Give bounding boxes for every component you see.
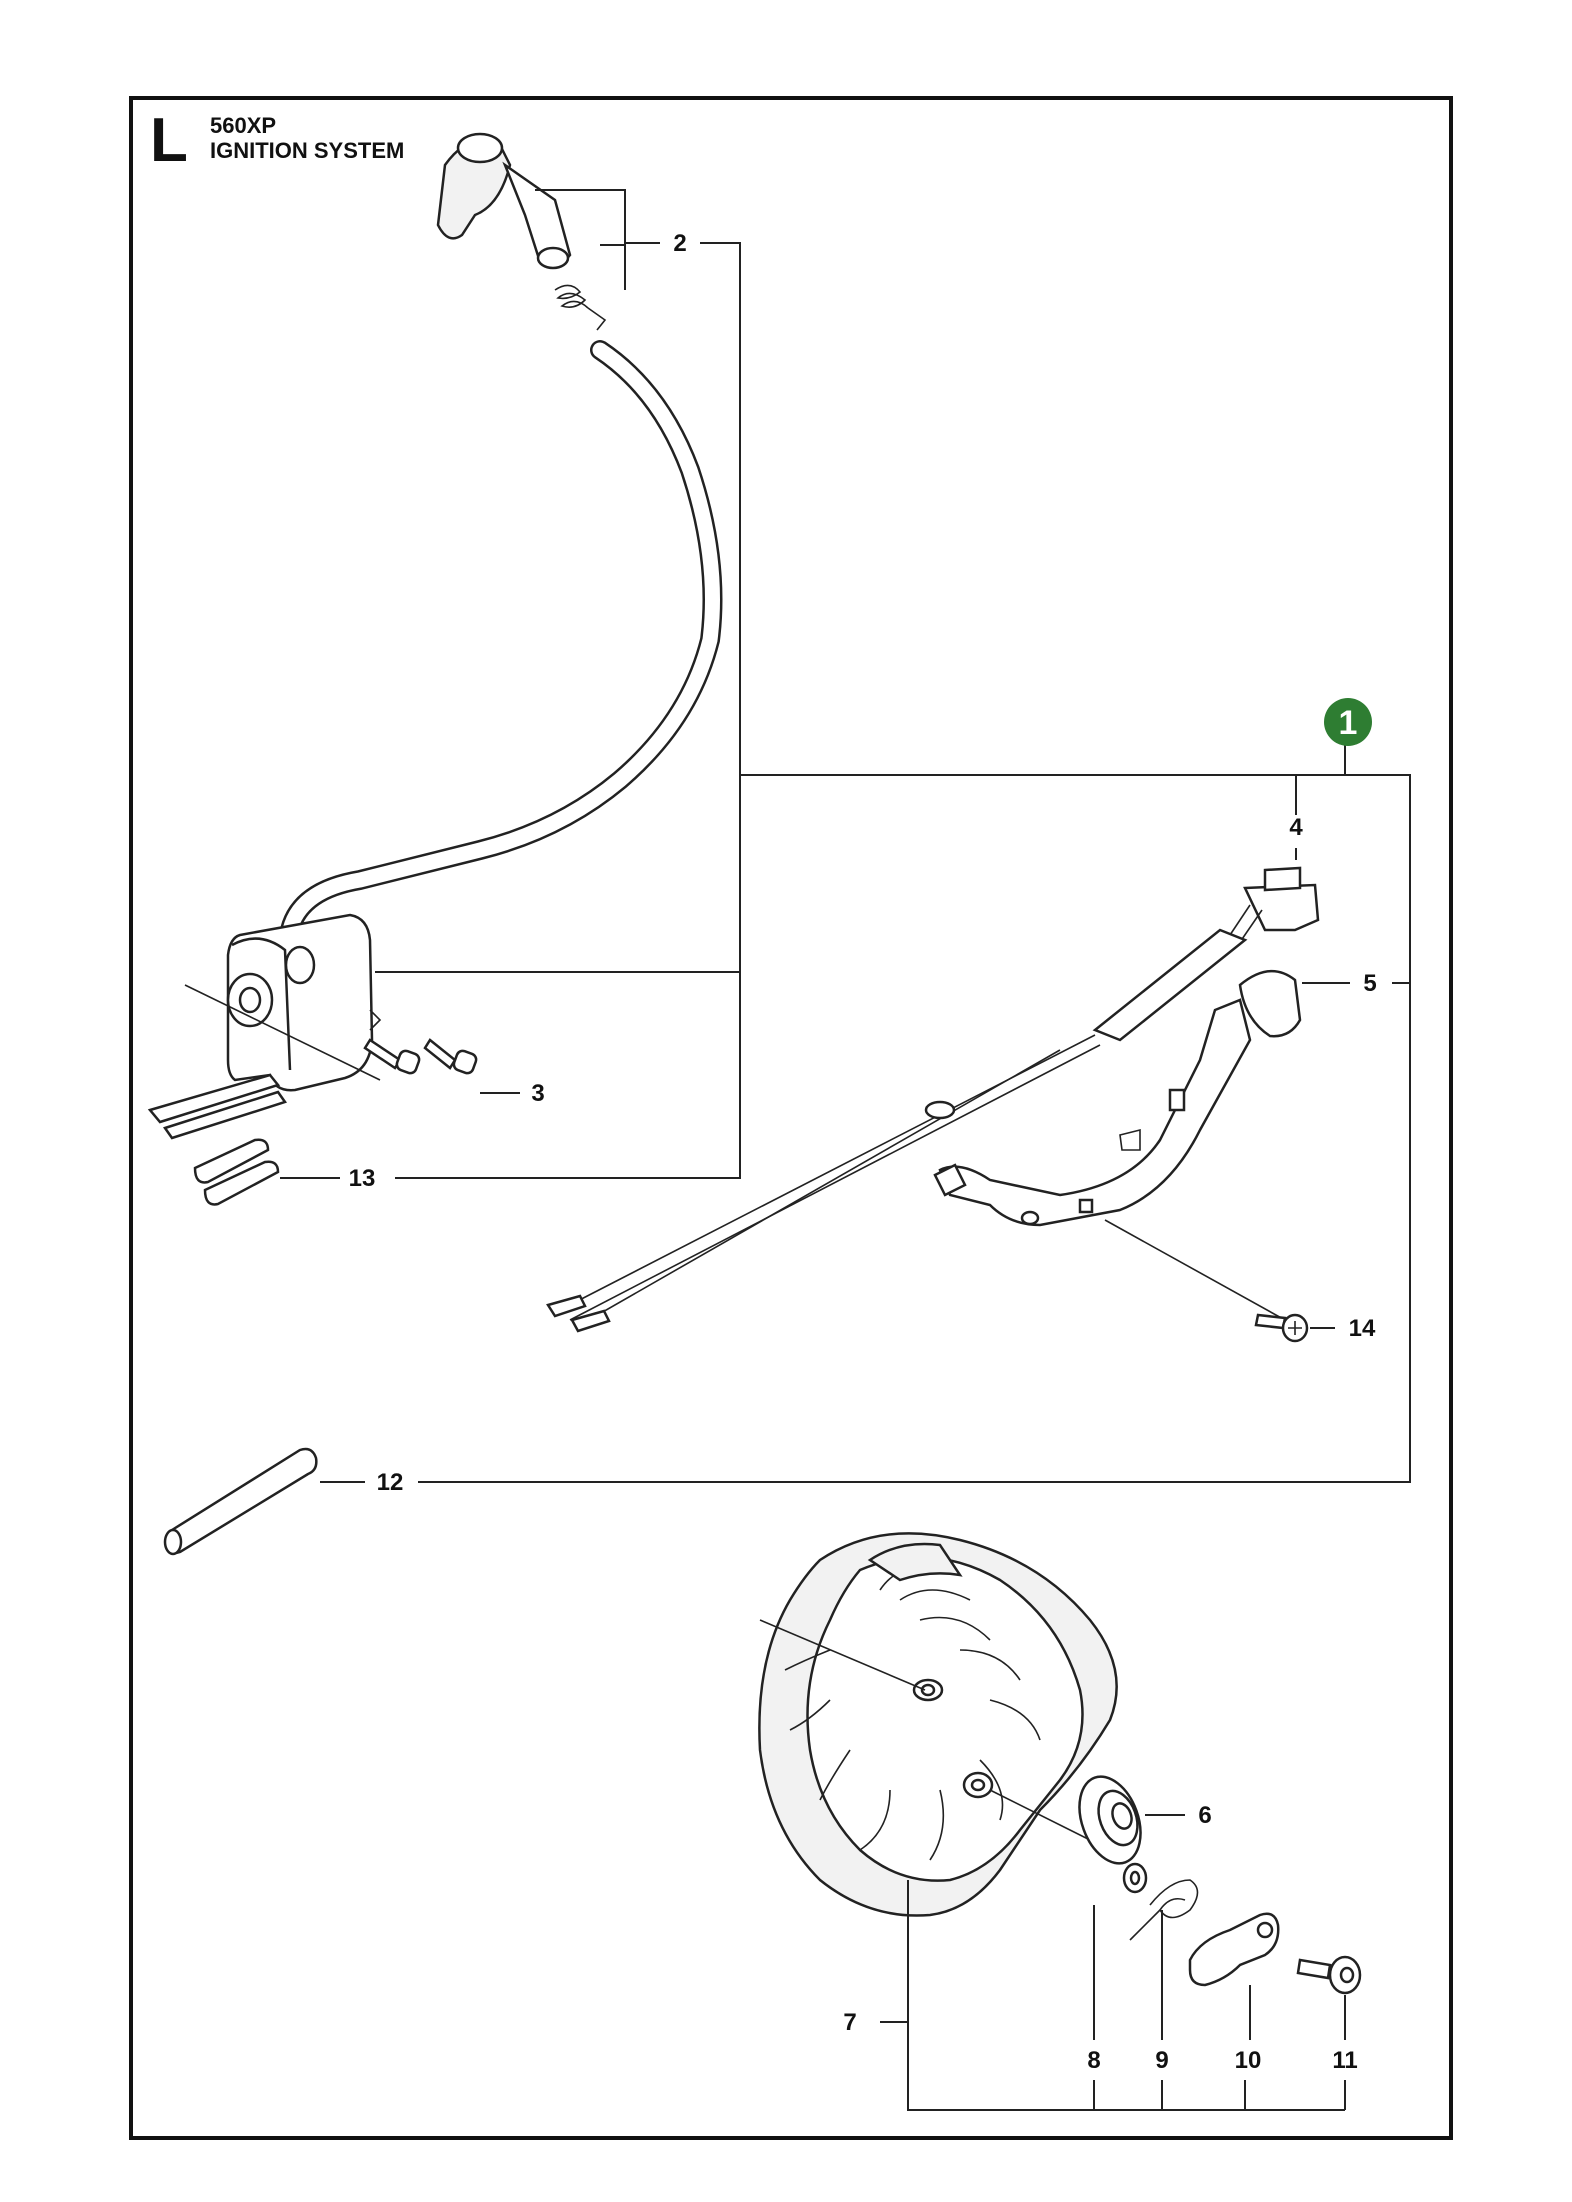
ignition-module	[147, 913, 382, 1140]
pawl-spring	[1129, 1879, 1199, 1941]
callout-5: 5	[1363, 970, 1376, 997]
section-letter: L	[150, 106, 188, 175]
pawl-screw	[1296, 1955, 1362, 1995]
callout-11: 11	[1332, 2047, 1357, 2074]
callout-13: 13	[349, 1165, 376, 1192]
spark-plug-boot	[436, 132, 572, 270]
boot-spring	[554, 284, 607, 331]
module-screws	[363, 1038, 478, 1075]
callout-6: 6	[1198, 1802, 1211, 1829]
callout-9: 9	[1155, 2047, 1168, 2074]
flywheel-nut	[1078, 1775, 1142, 1865]
leader-lines	[280, 189, 1411, 2111]
callout-12: 12	[377, 1469, 404, 1496]
badge-label: 1	[1339, 704, 1358, 742]
section-title: IGNITION SYSTEM	[210, 138, 405, 163]
ignition-lead	[278, 340, 723, 980]
bracket-screw	[1104, 1219, 1309, 1343]
callout-8: 8	[1087, 2047, 1100, 2074]
wiring-harness	[546, 866, 1320, 1333]
callout-labels: 2 3 4 5 6 7 8 9 10 11 12 13 14	[349, 230, 1377, 2074]
callout-3: 3	[531, 1080, 544, 1107]
badge-circle	[1324, 698, 1372, 746]
assembly-badge: 1	[1324, 698, 1372, 746]
wire-sleeves	[193, 1138, 280, 1206]
callout-14: 14	[1349, 1315, 1376, 1342]
callout-2: 2	[673, 230, 686, 257]
pin	[163, 1447, 318, 1556]
harness-bracket	[933, 969, 1302, 1227]
drawing-frame	[129, 96, 1453, 2140]
callout-4: 4	[1289, 814, 1303, 841]
callout-10: 10	[1235, 2047, 1262, 2074]
washer	[1122, 1862, 1148, 1894]
flywheel	[758, 1532, 1118, 1917]
model-label: 560XP	[210, 113, 277, 138]
starter-pawl	[1188, 1912, 1280, 1987]
callout-7: 7	[843, 2009, 856, 2036]
